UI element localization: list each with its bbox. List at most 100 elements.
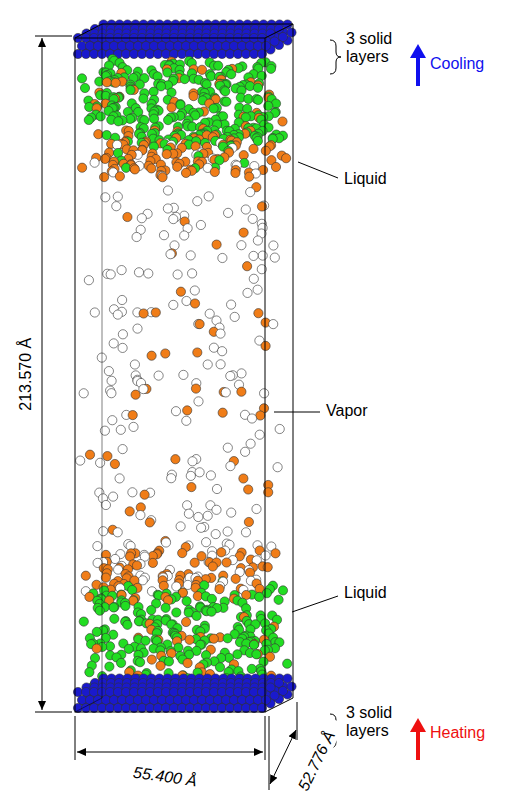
atom [186, 471, 195, 480]
region-label: Liquid [344, 584, 424, 602]
atom [106, 270, 115, 279]
atom [217, 548, 226, 557]
atom [222, 97, 231, 106]
atom [226, 371, 235, 380]
atom [270, 253, 279, 262]
atom [239, 474, 248, 483]
atom [255, 592, 264, 601]
atom [151, 308, 160, 317]
atom [85, 668, 94, 677]
atom [101, 573, 110, 582]
atom [207, 594, 216, 603]
atom [178, 549, 187, 558]
process-label: Heating [430, 724, 520, 742]
atom [283, 659, 292, 668]
atom [78, 163, 87, 172]
atom [182, 296, 191, 305]
atom [148, 558, 157, 567]
atom [180, 75, 189, 84]
atom [118, 295, 127, 304]
atom [110, 603, 119, 612]
atom [218, 408, 227, 417]
atom [76, 456, 85, 465]
atom [166, 250, 175, 259]
atom [243, 288, 252, 297]
atom [109, 603, 118, 612]
atom [197, 65, 206, 74]
atom [237, 369, 246, 378]
atom [173, 270, 182, 279]
atom [118, 330, 127, 339]
atom [195, 468, 204, 477]
atom [263, 563, 272, 572]
atom [209, 104, 218, 113]
atom [247, 664, 256, 673]
dimension-lines [35, 36, 297, 790]
atom [107, 389, 116, 398]
atom [247, 414, 256, 423]
atom [81, 571, 90, 580]
atom [176, 100, 185, 109]
atom [100, 173, 109, 182]
atom [188, 457, 197, 466]
atom [216, 329, 225, 338]
atom [173, 162, 182, 171]
atom [130, 360, 139, 369]
atom [223, 443, 232, 452]
atom [208, 562, 217, 571]
atom [253, 83, 262, 92]
atom [176, 287, 185, 296]
atom [164, 116, 173, 125]
atom [206, 471, 215, 480]
atom [171, 407, 180, 416]
atom [101, 500, 110, 509]
atom [185, 635, 194, 644]
atom [210, 167, 219, 176]
atom [113, 310, 122, 319]
leader-lines [274, 40, 341, 748]
atom [226, 462, 235, 471]
atom [227, 508, 236, 517]
dimension-label: 213.570 Å [17, 329, 35, 419]
atom [183, 501, 192, 510]
atom [124, 644, 133, 653]
atom [246, 439, 255, 448]
atom [161, 538, 170, 547]
atom [176, 100, 185, 109]
atom [241, 528, 250, 537]
atom [271, 549, 280, 558]
atom [204, 192, 213, 201]
atom [282, 154, 291, 163]
atom [95, 606, 104, 615]
atom [243, 262, 252, 271]
atom [181, 168, 190, 177]
atom [249, 640, 258, 649]
atom [197, 523, 206, 532]
atom [254, 309, 263, 318]
process-label: Cooling [430, 55, 520, 73]
atom [172, 608, 181, 617]
atom [250, 640, 259, 649]
atom [194, 397, 203, 406]
atom [249, 144, 258, 153]
atom [248, 214, 257, 223]
atom [190, 286, 199, 295]
atom [253, 136, 262, 145]
atom [249, 251, 258, 260]
atom [256, 411, 265, 420]
atom [80, 83, 89, 92]
atom [255, 430, 264, 439]
atom [159, 231, 168, 240]
atom [132, 232, 141, 241]
atom [96, 112, 105, 121]
atom [176, 522, 185, 531]
atom [147, 164, 156, 173]
atom [129, 422, 138, 431]
atom [110, 459, 119, 468]
atom-cloud [73, 20, 296, 713]
atom [190, 299, 199, 308]
atom [203, 511, 212, 520]
atom [237, 241, 246, 250]
atom [241, 205, 250, 214]
